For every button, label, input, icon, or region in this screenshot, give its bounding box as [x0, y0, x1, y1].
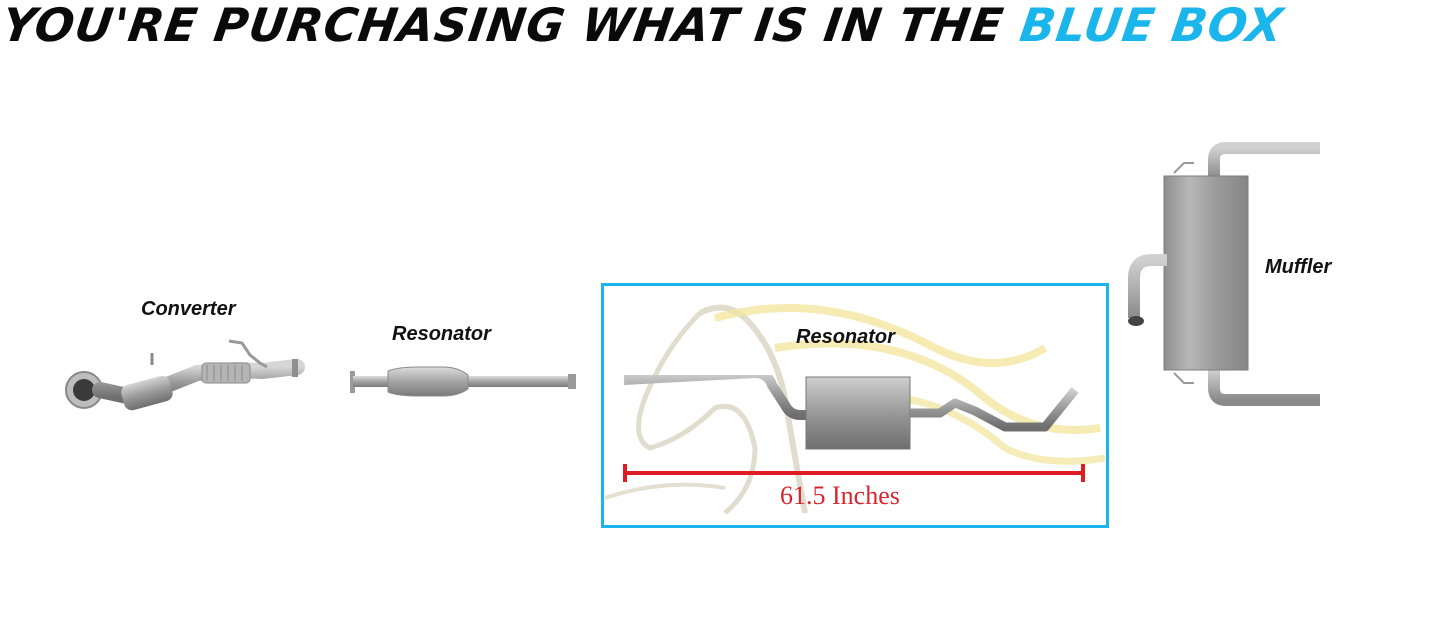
headline-highlight: BLUE BOX [1016, 0, 1287, 52]
measurement-label: 61.5 Inches [780, 481, 900, 510]
muffler-label: Muffler [1265, 256, 1332, 278]
blue-box-highlight [601, 283, 1109, 528]
resonator-pipe-assembly-icon [620, 375, 1090, 455]
headline-banner: YOU'RE PURCHASING WHAT IS IN THE BLUE BO… [0, 0, 1445, 52]
catalytic-converter-pipe-icon [62, 335, 307, 420]
rear-muffler-dual-tip-icon [1122, 138, 1327, 413]
resonator-front-label: Resonator [392, 323, 491, 345]
straight-resonator-pipe-icon [348, 363, 580, 399]
converter-label: Converter [141, 298, 236, 320]
headline-text: YOU'RE PURCHASING WHAT IS IN THE [0, 0, 1025, 52]
measurement-line [622, 462, 1086, 484]
resonator-mid-label: Resonator [796, 326, 895, 348]
